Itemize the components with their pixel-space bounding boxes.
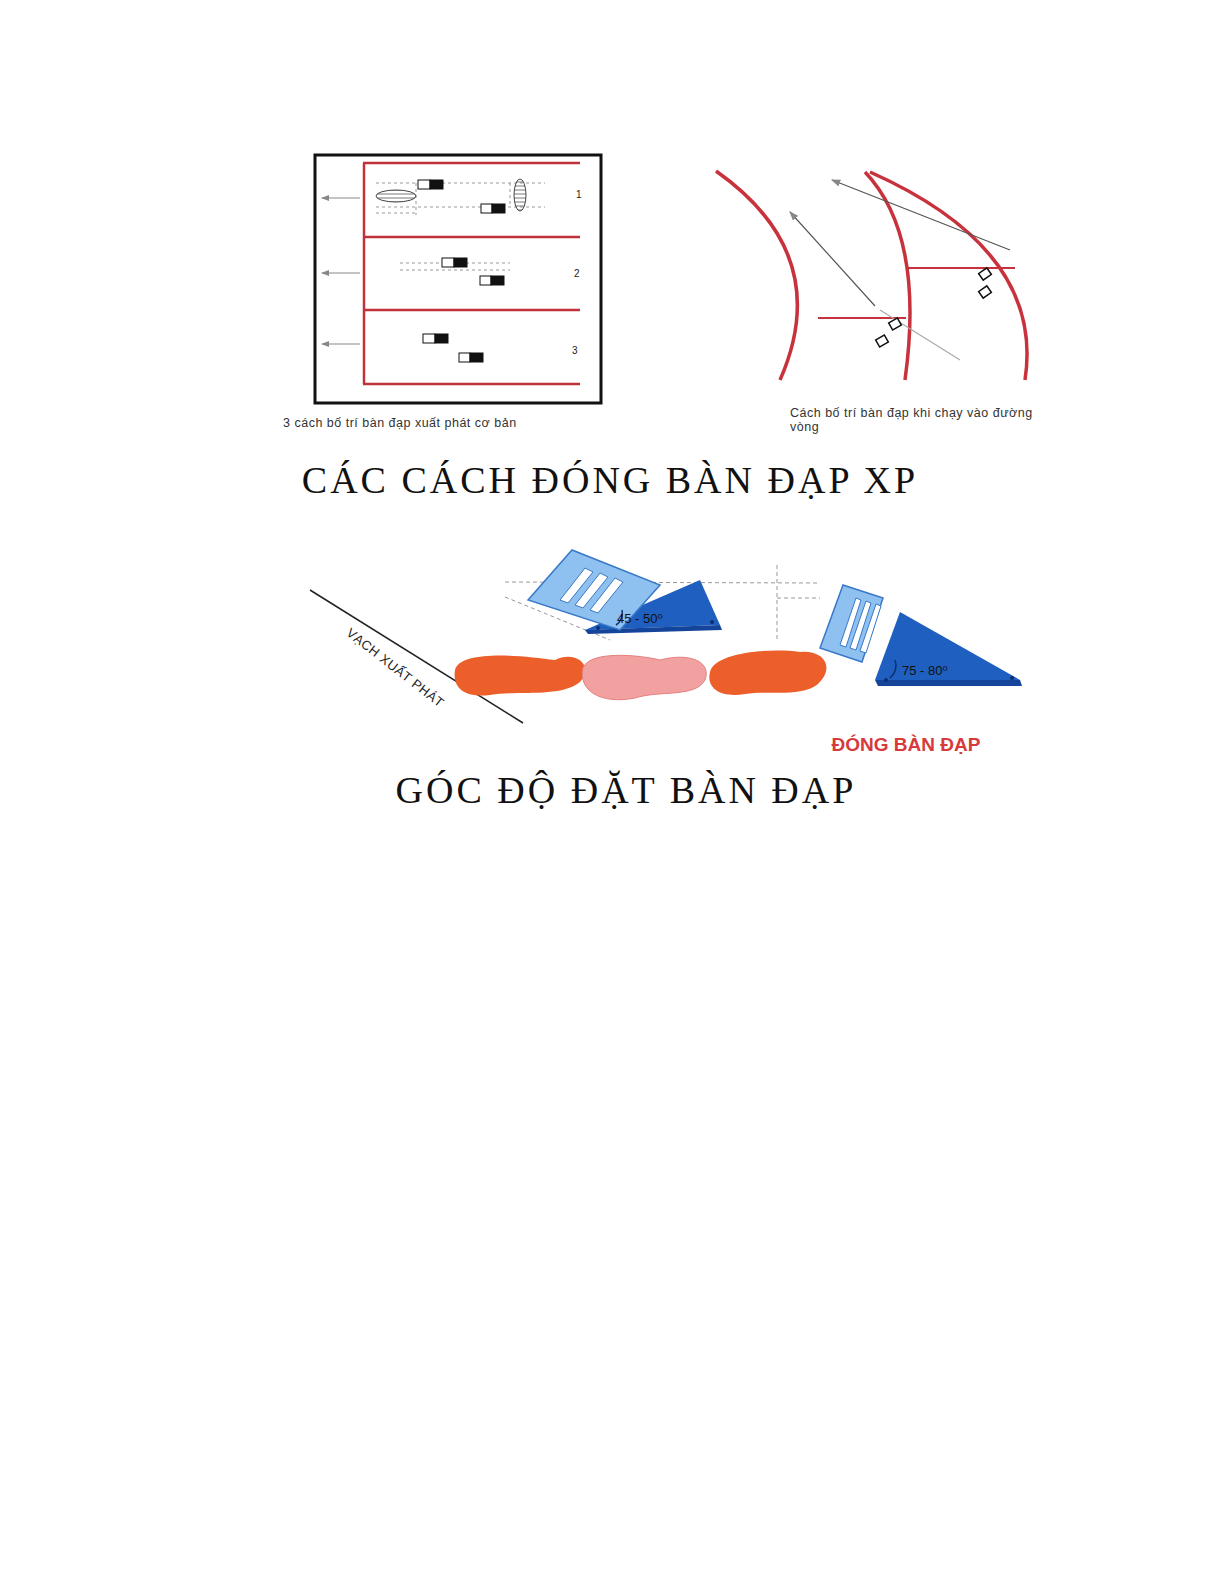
callout-number: 2	[574, 268, 580, 280]
angle-label: 45 - 50⁰	[617, 612, 663, 627]
angle-label: 75 - 80⁰	[902, 664, 948, 679]
starting-block-figure	[310, 550, 1022, 723]
curve-arrangement-figure	[716, 171, 1027, 380]
figure-label: ĐÓNG BÀN ĐẠP	[832, 734, 981, 756]
basic-arrangement-figure	[315, 155, 601, 403]
figure-title: CÁC CÁCH ĐÓNG BÀN ĐẠP XP	[302, 459, 918, 503]
callout-number: 1	[576, 189, 582, 201]
line-label: VẠCH XUẤT PHÁT	[343, 625, 446, 710]
figure-title: GÓC ĐỘ ĐẶT BÀN ĐẠP	[396, 769, 857, 813]
callout-number: 3	[572, 345, 578, 357]
figure-caption: Cách bố trí bàn đạp khi chạy vào đường v…	[790, 406, 1040, 435]
figure-caption: 3 cách bố trí bàn đạp xuất phát cơ bản	[283, 416, 517, 430]
footprints	[455, 651, 827, 700]
